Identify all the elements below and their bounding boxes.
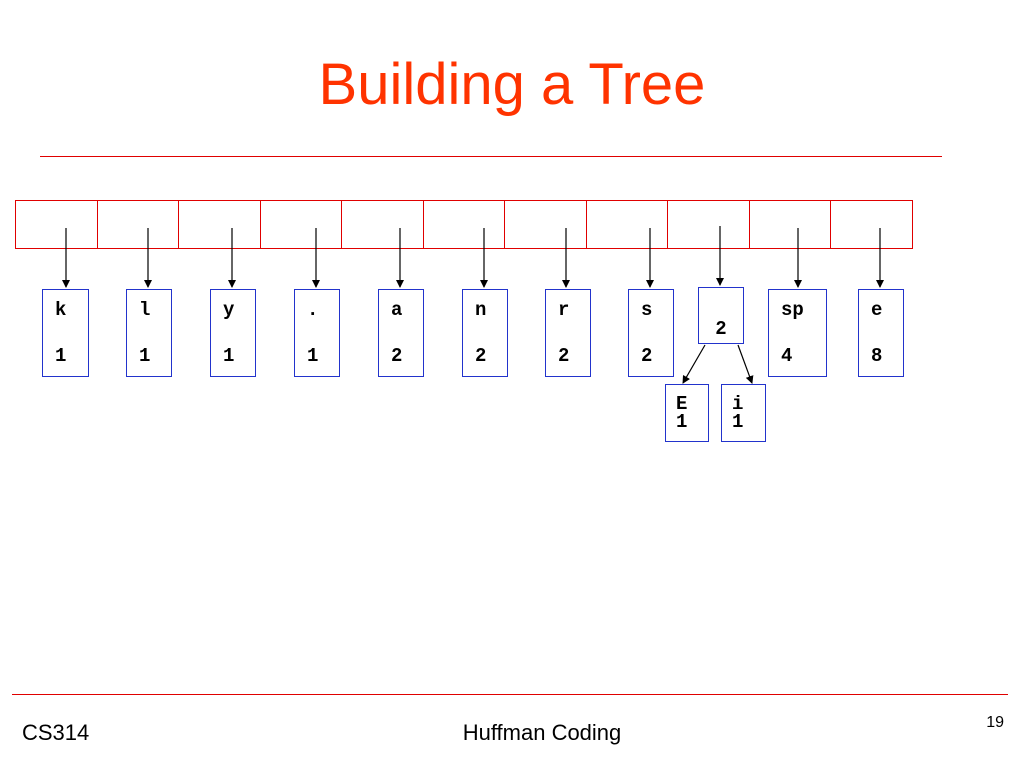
- node-symbol: l: [139, 299, 151, 321]
- node-count: 4: [781, 345, 793, 367]
- tree-edge-right: [737, 344, 754, 384]
- tree-edge-left: [682, 344, 706, 384]
- node-symbol: i: [732, 393, 744, 415]
- priority-queue-array: [15, 200, 913, 249]
- queue-cell: [668, 201, 750, 248]
- queue-cell: [342, 201, 424, 248]
- queue-cell: [98, 201, 180, 248]
- node-symbol: k: [55, 299, 67, 321]
- node-y: y 1: [210, 289, 256, 377]
- node-s: s 2: [628, 289, 674, 377]
- node-count: 1: [307, 345, 319, 367]
- queue-cell: [587, 201, 669, 248]
- queue-cell: [179, 201, 261, 248]
- node-i: i 1: [721, 384, 766, 442]
- node-count: 2: [641, 345, 653, 367]
- title-divider: [40, 156, 942, 157]
- node-symbol: s: [641, 299, 653, 321]
- node-a: a 2: [378, 289, 424, 377]
- node-symbol: a: [391, 299, 403, 321]
- node-sp: sp 4: [768, 289, 827, 377]
- node-count: 1: [139, 345, 151, 367]
- slide-title: Building a Tree: [318, 52, 706, 117]
- queue-cell: [16, 201, 98, 248]
- page-number: 19: [986, 714, 1004, 731]
- node-count: 2: [715, 318, 727, 340]
- queue-cell: [424, 201, 506, 248]
- node-l: l 1: [126, 289, 172, 377]
- node-r: r 2: [545, 289, 591, 377]
- node-count: 2: [391, 345, 403, 367]
- queue-cell: [261, 201, 343, 248]
- queue-cell: [750, 201, 832, 248]
- node-count: 1: [732, 411, 744, 433]
- internal-node: 2: [698, 287, 744, 344]
- node-count: 2: [475, 345, 487, 367]
- node-symbol: E: [676, 393, 688, 415]
- node-symbol: n: [475, 299, 487, 321]
- node-period: . 1: [294, 289, 340, 377]
- node-symbol: .: [307, 299, 319, 321]
- footer-divider: [12, 694, 1008, 695]
- node-symbol: sp: [781, 299, 804, 321]
- node-count: 1: [55, 345, 67, 367]
- node-n: n 2: [462, 289, 508, 377]
- node-k: k 1: [42, 289, 89, 377]
- node-e: e 8: [858, 289, 904, 377]
- node-symbol: y: [223, 299, 235, 321]
- course-label: CS314: [22, 720, 90, 745]
- node-symbol: r: [558, 299, 570, 321]
- node-count: 8: [871, 345, 883, 367]
- topic-label: Huffman Coding: [462, 720, 622, 745]
- node-count: 1: [223, 345, 235, 367]
- node-symbol: e: [871, 299, 883, 321]
- node-count: 1: [676, 411, 688, 433]
- queue-cell: [505, 201, 587, 248]
- node-E: E 1: [665, 384, 709, 442]
- node-count: 2: [558, 345, 570, 367]
